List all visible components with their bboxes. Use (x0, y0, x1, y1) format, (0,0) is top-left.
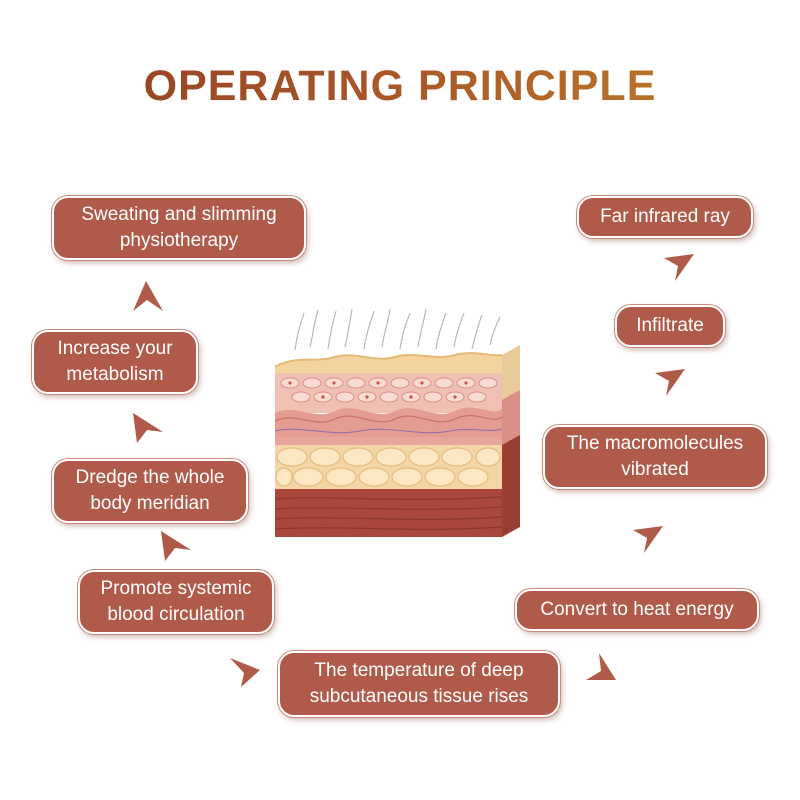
step-increase-metabolism: Increase your metabolism (32, 330, 198, 394)
step-macromolecules-vibrated: The macromolecules vibrated (543, 425, 767, 489)
skin-layers-illustration (274, 308, 520, 537)
arrow-up-icon (133, 413, 163, 443)
step-infiltrate: Infiltrate (615, 305, 725, 347)
step-far-infrared-ray: Far infrared ray (577, 196, 753, 238)
arrow-down-icon (664, 254, 694, 281)
arrow-down-icon (655, 369, 685, 396)
arrow-up-icon (161, 531, 191, 561)
step-sweating-slimming: Sweating and slimming physiotherapy (52, 196, 306, 260)
arrow-up-icon (133, 281, 163, 311)
arrow-left-icon (230, 658, 260, 687)
arrow-down-left-icon (586, 653, 616, 680)
step-deep-tissue-temperature: The temperature of deep subcutaneous tis… (278, 651, 560, 717)
arrow-down-icon (633, 526, 663, 553)
step-promote-blood-circulation: Promote systemic blood circulation (78, 570, 274, 634)
diagram-title: OPERATING PRINCIPLE (0, 62, 800, 111)
step-dredge-meridian: Dredge the whole body meridian (52, 459, 248, 523)
step-convert-heat-energy: Convert to heat energy (515, 589, 759, 631)
